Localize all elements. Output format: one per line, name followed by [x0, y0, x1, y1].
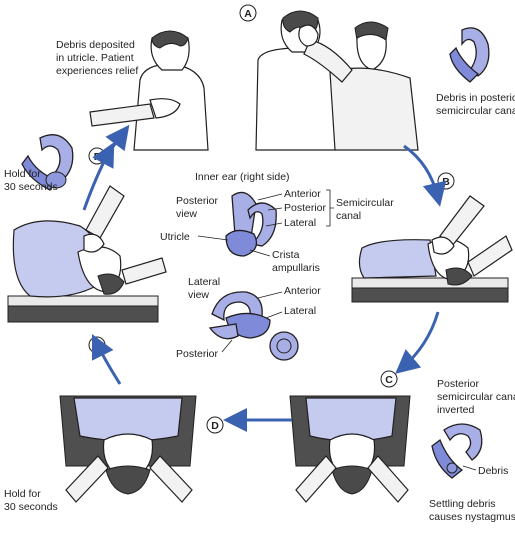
clinician-b-arm-2 — [467, 235, 513, 277]
patient-b-body — [358, 239, 437, 279]
inner-ear-title: Inner ear (right side) — [195, 171, 290, 183]
semicircular-bracket — [326, 189, 334, 227]
anterior-lateral-leader — [257, 291, 283, 299]
step-a-label: A — [244, 8, 252, 20]
clinician-f-arm — [89, 103, 155, 127]
hold-f-line1: Hold for — [4, 168, 41, 180]
step-a-marker — [239, 4, 257, 22]
canal-inverted-line2: semicircular canal — [437, 391, 515, 403]
panel-b — [351, 195, 513, 303]
debris-label: Debris — [478, 465, 508, 477]
clinician-e-arm-1 — [85, 185, 125, 239]
semicircular-line1: Semicircular — [336, 197, 394, 209]
clinician-f-hand — [149, 98, 181, 119]
clinician-e-hand-1 — [83, 233, 105, 253]
lateral-view-line1: Lateral — [188, 276, 220, 288]
crista-leader — [249, 249, 271, 257]
hold-e-line2: 30 seconds — [4, 501, 58, 513]
arrow-a-to-b — [403, 144, 447, 207]
canal-inverted-line1: Posterior — [437, 378, 480, 390]
arrow-f-to-sit — [105, 124, 130, 152]
clinician-c-arm-right — [367, 455, 409, 503]
arrow-d-to-e — [91, 333, 122, 385]
lateral-view-line2: view — [188, 289, 209, 301]
utricle-label: Utricle — [160, 231, 190, 243]
posterior-leader — [267, 207, 283, 211]
step-b-label: B — [442, 176, 450, 188]
relief-line3: experiences relief — [56, 65, 138, 77]
table-e-top — [7, 295, 159, 307]
hold-f-line2: 30 seconds — [4, 181, 58, 193]
posterior-view-line2: view — [176, 208, 197, 220]
settling-line1: Settling debris — [429, 498, 496, 510]
clinician-b-hand-1 — [431, 236, 455, 255]
posterior-view-ear — [225, 191, 277, 257]
table-e-body — [7, 305, 159, 323]
step-f-label: F — [94, 151, 101, 163]
step-c-marker — [380, 370, 398, 388]
ear-icon-f — [21, 134, 74, 191]
debris-posterior-line1: Debris in posterior — [436, 92, 515, 104]
lateral-view-ear — [208, 291, 299, 361]
crista-line1: Crista — [272, 249, 300, 261]
debris-posterior-line2: semicircular canal — [436, 105, 515, 117]
panel-a: A — [239, 4, 419, 151]
relief-line2: in utricle. Patient — [56, 52, 134, 64]
anterior-label: Anterior — [284, 188, 321, 200]
hold-e-line1: Hold for — [4, 488, 41, 500]
patient-sit-hair — [151, 30, 189, 49]
arrow-b-to-c — [395, 311, 440, 374]
panel-d — [59, 395, 197, 503]
clinician-d-arm-left — [65, 455, 109, 503]
utricle-leader — [197, 235, 229, 241]
posterior-label: Posterior — [284, 202, 327, 214]
step-d-label: D — [211, 420, 219, 432]
inner-ear-legend: Inner ear (right side) Posterior view Ut… — [160, 171, 394, 361]
table-b-top — [351, 277, 509, 289]
step-c-label: C — [385, 374, 393, 386]
lateral-leader — [265, 222, 283, 227]
settling-line2: causes nystagmus — [429, 511, 515, 523]
relief-line1: Debris deposited — [56, 39, 135, 51]
patient-b-hair — [445, 267, 473, 286]
clinician-e-arm-2 — [121, 257, 167, 285]
patient-e-hair — [97, 273, 125, 295]
patient-c-hair — [331, 465, 373, 495]
panel-sitting-up — [89, 30, 209, 151]
posterior-view-line1: Posterior — [176, 195, 219, 207]
posterior-lateral-view-label: Posterior — [176, 348, 219, 360]
clinician-a-head — [356, 33, 387, 71]
patient-d-hair — [105, 465, 151, 495]
table-b-body — [351, 287, 509, 303]
panel-c — [289, 395, 411, 503]
clinician-a-arm — [303, 39, 353, 83]
anterior-lateral-view-label: Anterior — [284, 285, 321, 297]
crista-line2: ampullaris — [272, 262, 320, 274]
semicircular-line2: canal — [336, 210, 361, 222]
canal-inverted-line3: inverted — [437, 404, 475, 416]
ear-icon-top — [449, 27, 490, 83]
lateral-label: Lateral — [284, 217, 316, 229]
lateral-lateral-view-label: Lateral — [284, 305, 316, 317]
debris-leader — [462, 465, 477, 471]
clinician-c-arm-left — [295, 455, 337, 503]
panel-e — [7, 185, 167, 323]
anterior-leader — [257, 193, 283, 201]
clinician-d-arm-right — [149, 455, 193, 503]
lateral-lateral-leader — [265, 311, 283, 319]
posterior-lateral-leader — [221, 339, 233, 353]
clinician-a-hand — [298, 24, 319, 47]
ear-icon-c — [431, 423, 483, 479]
arrow-e-to-f — [82, 142, 115, 211]
